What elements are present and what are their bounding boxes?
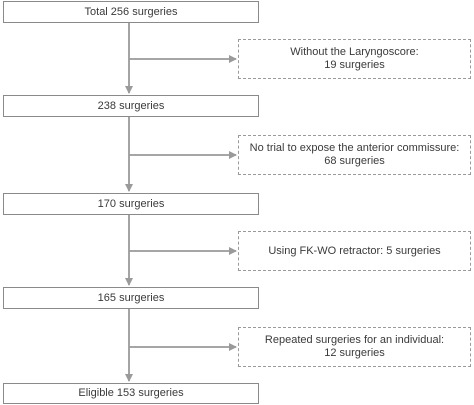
exclusion-no-laryngoscore: Without the Laryngoscore: 19 surgeries [238, 39, 471, 79]
exclusion-repeated-surgeries: Repeated surgeries for an individual: 12… [238, 327, 471, 367]
exclusion-2-line2: 68 surgeries [324, 155, 385, 167]
step-165: 165 surgeries [3, 287, 259, 309]
step-238-label: 238 surgeries [97, 99, 165, 112]
exclusion-4-line1: Repeated surgeries for an individual: [264, 334, 445, 346]
step-eligible-label: Eligible 153 surgeries [78, 387, 184, 399]
step-165-label: 165 surgeries [97, 291, 165, 304]
step-238: 238 surgeries [3, 95, 259, 117]
exclusion-no-trial: No trial to expose the anterior commissu… [238, 135, 471, 175]
exclusion-1-line1: Without the Laryngoscore: [290, 46, 419, 58]
step-170: 170 surgeries [3, 193, 259, 215]
step-total-label: Total 256 surgeries [84, 5, 178, 18]
step-170-label: 170 surgeries [97, 197, 165, 210]
exclusion-1-line2: 19 surgeries [324, 59, 385, 71]
step-total: Total 256 surgeries [3, 1, 259, 23]
exclusion-2-line1: No trial to expose the anterior commissu… [249, 142, 460, 154]
step-eligible: Eligible 153 surgeries [3, 383, 259, 404]
exclusion-fk-wo-retractor: Using FK-WO retractor: 5 surgeries [238, 231, 471, 271]
exclusion-4-line2: 12 surgeries [324, 347, 385, 359]
exclusion-3-line1: Using FK-WO retractor: 5 surgeries [268, 244, 441, 257]
